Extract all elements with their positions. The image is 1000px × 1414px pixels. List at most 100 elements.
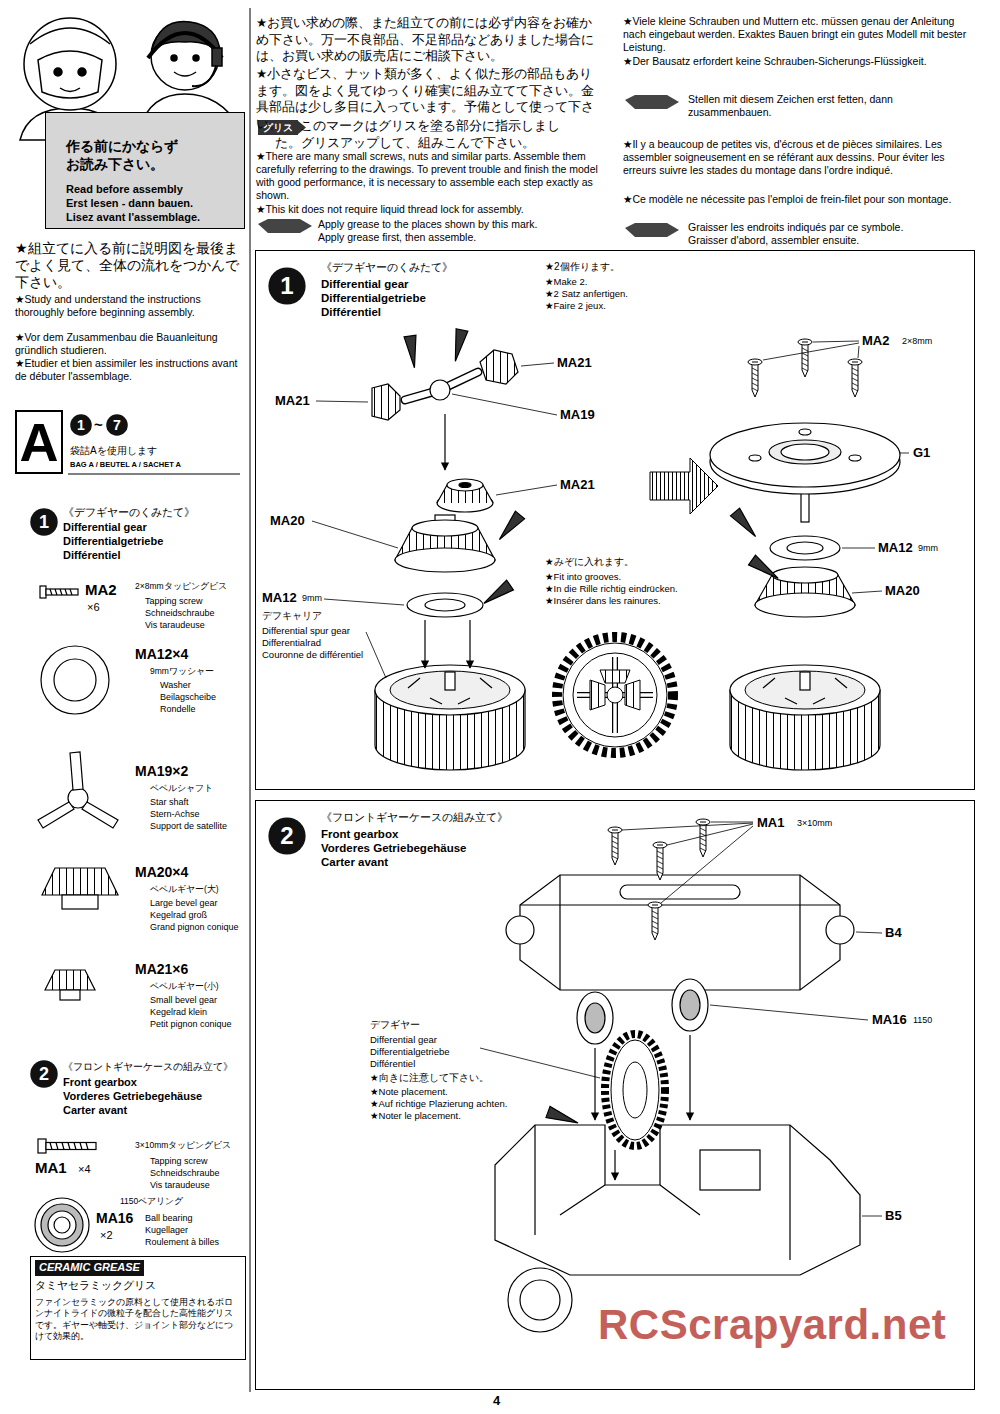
- node-text: Front gearbox: [321, 827, 398, 841]
- bag-a-underline: [68, 474, 240, 475]
- node-text: Read before assembly: [66, 183, 183, 197]
- step-number-circle: 1: [30, 508, 58, 536]
- callout-part: B5: [885, 1208, 902, 1224]
- differential-top-view: [557, 637, 673, 753]
- circle-fill: [268, 817, 305, 854]
- en-note: Apply grease to the places shown by this…: [318, 218, 537, 231]
- front-gearbox: [594, 1048, 595, 1120]
- step-note: ★2 Satz anfertigen.: [545, 288, 628, 299]
- part-count: ×6: [87, 601, 100, 613]
- differential-assembled: [749, 455, 761, 461]
- leader-lines: [480, 1048, 600, 1078]
- parts-list-icons: [50, 589, 72, 595]
- step-title: Differentialgetriebe: [63, 535, 163, 548]
- part-name: Grand pignon conique: [150, 922, 239, 933]
- part-code: MA2: [85, 582, 117, 599]
- grease-symbols: [625, 223, 679, 237]
- parts-list-icons: [41, 646, 109, 714]
- step-range-circle: 1: [70, 414, 92, 436]
- differential-top-view: [577, 657, 653, 733]
- de-note: ★Vor dem Zusammenbau die Bauanleitung gr…: [15, 331, 247, 356]
- callout-part: G1: [913, 445, 930, 461]
- en-note: ★Study and understand the instructions t…: [15, 293, 247, 318]
- parts-list-icons: [45, 970, 95, 990]
- node-text: A: [20, 415, 59, 469]
- front-gearbox: [605, 1034, 665, 1146]
- step-note: ★Faire 2 jeux.: [545, 300, 606, 311]
- leader-lines: [813, 341, 859, 342]
- differential-exploded: [469, 620, 470, 668]
- next-step-arrow: [650, 458, 718, 514]
- differential-exploded: [405, 372, 478, 400]
- range-tilde: ~: [94, 416, 103, 434]
- node-text: Carter avant: [321, 855, 388, 869]
- de-note: ★Viele kleine Schrauben und Muttern etc.…: [623, 15, 975, 54]
- step-title: Carter avant: [63, 1104, 127, 1117]
- step-title: 《フロントギヤーケースの組み立て》: [63, 1061, 233, 1073]
- part-name: Washer: [160, 680, 191, 691]
- differential-top-view: [557, 637, 673, 753]
- callout-size: 9mm: [302, 593, 322, 604]
- parts-list-icons: [41, 1204, 83, 1246]
- differential-exploded: [405, 372, 478, 400]
- part-name: Ball bearing: [145, 1213, 193, 1224]
- parts-list-icons: [60, 990, 80, 1000]
- step-number-circle: 2: [268, 817, 306, 855]
- mascot-figures: [38, 51, 102, 98]
- node-text: Differentialgetriebe: [321, 291, 426, 305]
- part-name: Schneidschraube: [145, 608, 215, 619]
- differential-assembled: [710, 423, 900, 487]
- node-text: Differential gear: [321, 277, 409, 291]
- front-gearbox: [696, 819, 710, 857]
- leader-lines: [763, 343, 859, 360]
- differential-assembled: [849, 455, 861, 461]
- front-gearbox: [520, 1280, 560, 1320]
- part-code: MA12×4: [135, 647, 188, 662]
- part-count: ×4: [78, 1163, 91, 1175]
- parts-list-icons: [54, 659, 96, 701]
- grease-symbols: [258, 219, 312, 233]
- leader-lines: [711, 822, 753, 823]
- part-name: Petit pignon conique: [150, 1019, 232, 1030]
- callout-size: 9mm: [918, 543, 938, 554]
- step-panel: 《デフギヤーのくみたて》Differential gearDifferentia…: [255, 250, 975, 790]
- parts-list-icons: [38, 802, 74, 828]
- fr-note: Graisser d'abord, assembler ensuite.: [688, 234, 859, 247]
- front-gearbox: [648, 902, 662, 940]
- step-note: ★2個作ります。: [545, 261, 620, 274]
- bag-letter-box: A: [15, 410, 63, 474]
- en-note: Apply grease first, then assemble.: [318, 231, 476, 244]
- node-text: 7: [113, 418, 121, 432]
- node-text: 作る前にかならず お読み下さい。: [66, 137, 184, 173]
- differential-assembled: [730, 665, 880, 770]
- part-count: ×2: [100, 1229, 113, 1241]
- differential-assembled: [755, 593, 855, 617]
- differential-exploded: [412, 520, 478, 536]
- node-text: Vorderes Getriebegehäuse: [321, 841, 467, 855]
- step-title: Differential gear: [63, 521, 147, 534]
- part-name: ベベルギヤー(小): [150, 981, 219, 992]
- part-name: 1150ベアリング: [120, 1196, 183, 1207]
- callout-part: B4: [885, 925, 902, 941]
- step-note: ★Insérer dans les rainures.: [545, 595, 661, 606]
- part-name: Large bevel gear: [150, 898, 218, 909]
- parts-list-icons: [38, 1139, 46, 1153]
- front-gearbox: [506, 916, 534, 944]
- callout-part: MA21: [560, 477, 595, 493]
- differential-assembled: [748, 359, 762, 397]
- bag-note: 袋詰Aを使用します: [70, 445, 157, 458]
- leader-lines: [312, 521, 398, 548]
- node-text: 2: [39, 1065, 49, 1083]
- node-text: 1: [77, 418, 85, 432]
- front-gearbox: [577, 992, 613, 1044]
- part-name: Kegelrad klein: [150, 1007, 207, 1018]
- mascot-figures: [30, 28, 110, 44]
- mascot-figures: [148, 33, 222, 58]
- part-name: Tapping screw: [150, 1156, 208, 1167]
- front-gearbox: [623, 1062, 647, 1118]
- differential-exploded: [449, 329, 467, 363]
- differential-assembled: [781, 444, 829, 460]
- front-gearbox: [608, 827, 622, 865]
- bag-a-underline: [68, 474, 240, 475]
- callout-note: デフギヤー: [370, 1019, 420, 1031]
